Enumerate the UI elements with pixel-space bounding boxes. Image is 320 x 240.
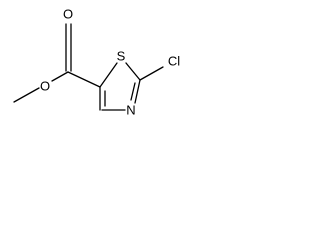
atom-labels: O O S Cl N xyxy=(40,7,180,118)
bond-c2-n3-outer xyxy=(134,79,141,104)
atom-n-ring: N xyxy=(126,103,135,118)
atom-o-ester: O xyxy=(40,79,50,94)
bond-methyl-oester xyxy=(13,87,40,103)
bond-oester-carbonyl xyxy=(51,71,69,82)
bond-c2-cl xyxy=(139,66,164,81)
atom-cl: Cl xyxy=(168,54,180,69)
bond-c2-n3-inner xyxy=(130,82,136,101)
bond-carbonyl-c5 xyxy=(67,71,101,88)
atom-s-ring: S xyxy=(117,49,126,64)
atom-o-carbonyl: O xyxy=(63,7,73,22)
bond-s1-c2 xyxy=(125,62,141,81)
bond-c5-s1 xyxy=(99,62,118,88)
bonds xyxy=(13,23,164,111)
chemical-structure: O O S Cl N xyxy=(13,7,180,118)
